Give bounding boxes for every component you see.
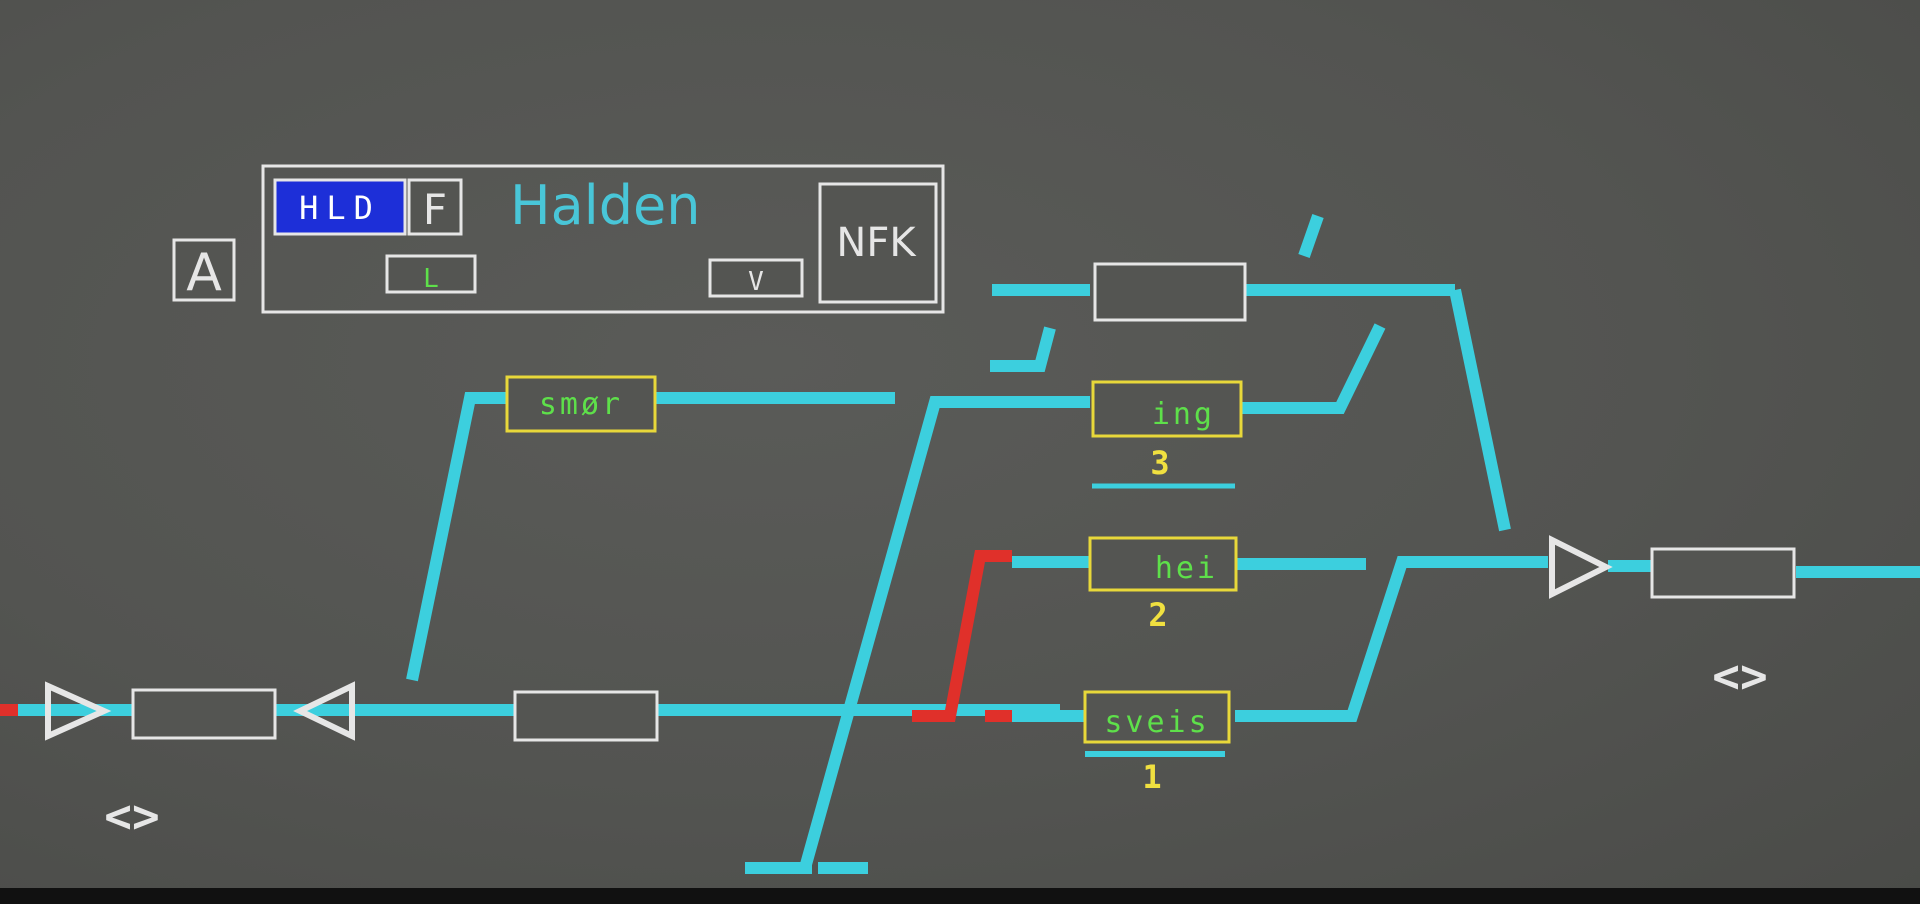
signal-left-icon[interactable]	[293, 681, 355, 741]
station-code: HLD	[299, 189, 381, 227]
l-button-label: L	[423, 264, 439, 294]
track-number-3: 3	[1150, 444, 1169, 482]
a-button[interactable]: A	[172, 238, 236, 303]
station-header-frame	[261, 164, 945, 314]
track-number-1: 1	[1142, 758, 1161, 796]
track-block	[131, 688, 277, 740]
track-label-hei-text: hei	[1155, 551, 1218, 586]
track-block	[513, 690, 659, 742]
l-button[interactable]: L	[385, 254, 477, 294]
track-label-smor[interactable]: smør	[505, 375, 657, 433]
track-label-ing[interactable]: ing	[1091, 380, 1243, 438]
f-button-label: F	[423, 185, 447, 234]
track-network	[0, 214, 1920, 874]
hld-button[interactable]: HLD	[273, 178, 407, 236]
track-label-hei[interactable]: hei	[1088, 536, 1238, 592]
a-button-label: A	[186, 243, 222, 303]
nfk-button-label: NFK	[836, 220, 917, 266]
direction-indicator-icon[interactable]: <>	[104, 789, 159, 843]
screen-bezel	[0, 888, 1920, 904]
track-label-smor-text: smør	[539, 387, 623, 422]
nfk-button[interactable]: NFK	[818, 182, 938, 304]
v-button[interactable]: V	[708, 258, 804, 298]
track-label-ing-text: ing	[1152, 397, 1215, 432]
signal-right-icon[interactable]	[1549, 535, 1613, 599]
v-button-label: V	[748, 267, 764, 297]
track-block	[1093, 262, 1247, 322]
station-name: Halden	[510, 174, 700, 237]
track-label-sveis[interactable]: sveis	[1083, 690, 1231, 744]
signal-right-icon[interactable]	[45, 681, 112, 741]
track-block	[1650, 547, 1796, 599]
f-button[interactable]: F	[407, 178, 463, 236]
track-label-sveis-text: sveis	[1104, 705, 1209, 740]
track-number-2: 2	[1148, 596, 1167, 634]
direction-indicator-icon[interactable]: <>	[1712, 649, 1767, 703]
